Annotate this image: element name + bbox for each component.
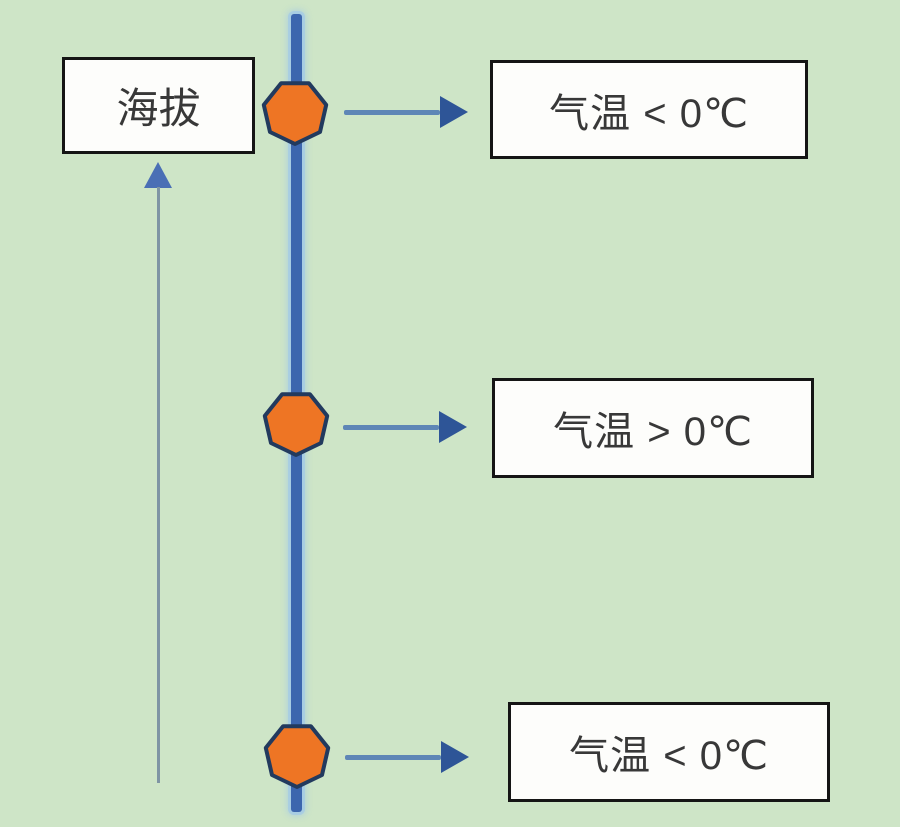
heptagon-marker-bottom-icon — [263, 724, 331, 789]
temperature-label-bottom: 气温 < 0℃ — [569, 734, 769, 778]
altitude-arrow-shaft — [157, 187, 160, 783]
heptagon-marker-middle-icon — [262, 392, 330, 457]
temperature-box-bottom: 气温 < 0℃ — [508, 702, 830, 802]
altitude-label-box: 海拔 — [62, 57, 255, 154]
temperature-label-top: 气温 < 0℃ — [549, 91, 749, 136]
heptagon-marker-top-icon — [261, 81, 329, 146]
right-arrowhead-icon — [440, 96, 468, 128]
up-arrowhead-icon — [144, 162, 172, 188]
temperature-box-top: 气温 < 0℃ — [490, 60, 808, 159]
temperature-label-middle: 气温 > 0℃ — [553, 410, 753, 454]
arrow-shaft — [344, 110, 440, 115]
temperature-box-middle: 气温 > 0℃ — [492, 378, 814, 478]
arrow-shaft — [343, 425, 439, 430]
arrow-shaft — [345, 755, 441, 760]
right-arrowhead-icon — [439, 411, 467, 443]
altitude-label: 海拔 — [116, 85, 201, 132]
right-arrowhead-icon — [441, 741, 469, 773]
